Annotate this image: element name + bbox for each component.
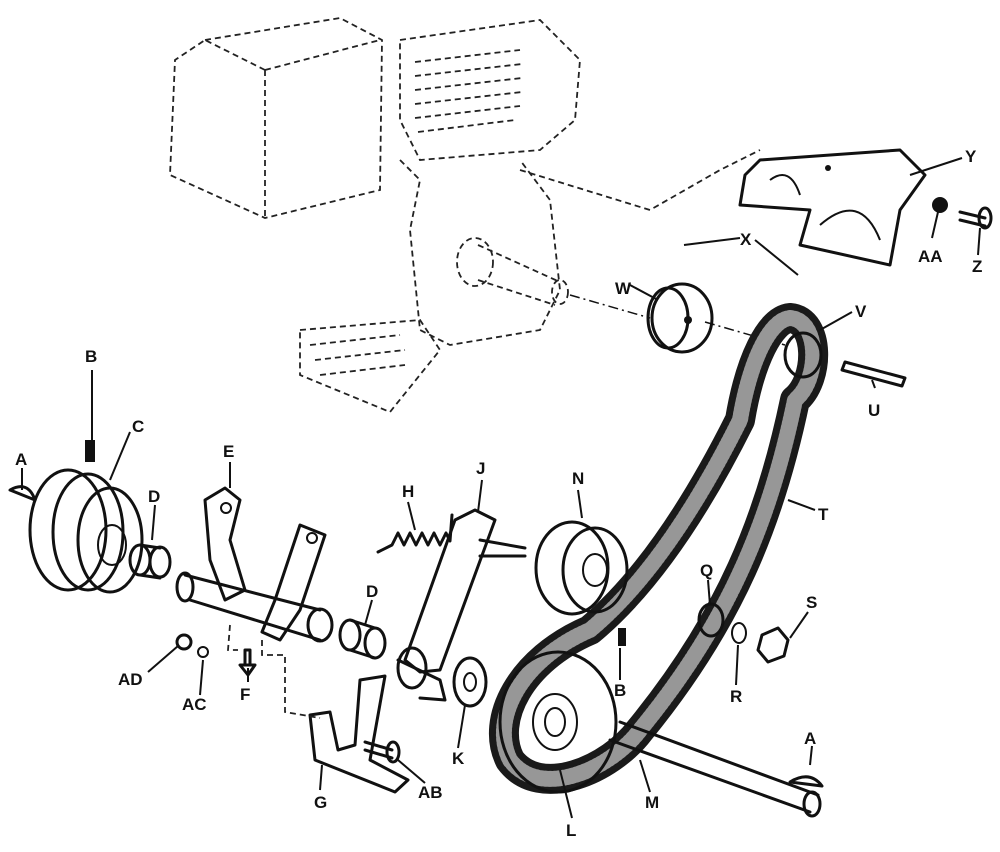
label-x: X bbox=[740, 230, 752, 249]
lockwasher-r bbox=[731, 622, 747, 644]
idler-arm-assembly bbox=[175, 486, 334, 643]
bolt-ab-head bbox=[385, 740, 401, 764]
label-m: M bbox=[645, 793, 659, 812]
key-a-left bbox=[8, 485, 37, 502]
setscrew-b-lower bbox=[618, 628, 626, 646]
label-f: F bbox=[240, 685, 250, 704]
label-aa: AA bbox=[918, 247, 943, 266]
drive-belt bbox=[488, 303, 829, 794]
label-n: N bbox=[572, 469, 584, 488]
bearing-d-left bbox=[128, 543, 172, 580]
engine-phantom-outline bbox=[169, 17, 761, 414]
setscrew-b bbox=[85, 440, 95, 462]
label-a2: A bbox=[804, 729, 816, 748]
label-ad: AD bbox=[118, 670, 143, 689]
belt-upper-hub bbox=[783, 331, 823, 379]
bolt-f bbox=[238, 648, 257, 677]
label-b: B bbox=[85, 347, 97, 366]
label-ac: AC bbox=[182, 695, 207, 714]
washer-k bbox=[452, 656, 488, 708]
clutch-pulley bbox=[28, 468, 144, 594]
washer-ac bbox=[197, 646, 209, 658]
label-z: Z bbox=[972, 257, 982, 276]
label-y: Y bbox=[965, 147, 977, 166]
label-g: G bbox=[314, 793, 327, 812]
label-l: L bbox=[566, 821, 576, 840]
tension-arm bbox=[396, 508, 527, 702]
leader-lines bbox=[21, 157, 981, 819]
label-c: C bbox=[132, 417, 144, 436]
washer-k-hole bbox=[463, 672, 477, 692]
label-ab: AB bbox=[418, 783, 443, 802]
label-r: R bbox=[730, 687, 742, 706]
bearing-d-right bbox=[338, 618, 387, 660]
label-u: U bbox=[868, 401, 880, 420]
pin-u bbox=[840, 360, 907, 388]
bolt-z-head bbox=[977, 206, 993, 230]
belt-guard-top bbox=[738, 148, 927, 267]
label-d2: D bbox=[366, 582, 378, 601]
label-h: H bbox=[402, 482, 414, 501]
label-a: A bbox=[15, 450, 27, 469]
nut-ad bbox=[175, 633, 193, 651]
washer-aa bbox=[932, 197, 948, 213]
assembly-guide bbox=[227, 624, 321, 719]
spring-h bbox=[376, 513, 454, 554]
belt-guard-lower bbox=[308, 674, 410, 794]
engine-pulley bbox=[646, 282, 714, 354]
label-j: J bbox=[476, 459, 485, 478]
label-d: D bbox=[148, 487, 160, 506]
washer-q bbox=[697, 602, 725, 638]
shaft-key-right bbox=[788, 775, 824, 788]
label-e: E bbox=[223, 442, 234, 461]
output-shaft bbox=[608, 720, 822, 818]
label-t: T bbox=[818, 505, 829, 524]
label-b2: B bbox=[614, 681, 626, 700]
part-labels: A B C D E AD AC F D H J K G AB N B L M A… bbox=[15, 147, 982, 840]
label-v: V bbox=[855, 302, 867, 321]
nut-s bbox=[756, 626, 790, 664]
idler-pulley bbox=[534, 520, 629, 616]
lower-pulley bbox=[498, 650, 618, 794]
label-s: S bbox=[806, 593, 817, 612]
label-q: Q bbox=[700, 561, 713, 580]
label-k: K bbox=[452, 749, 465, 768]
label-w: W bbox=[615, 279, 632, 298]
